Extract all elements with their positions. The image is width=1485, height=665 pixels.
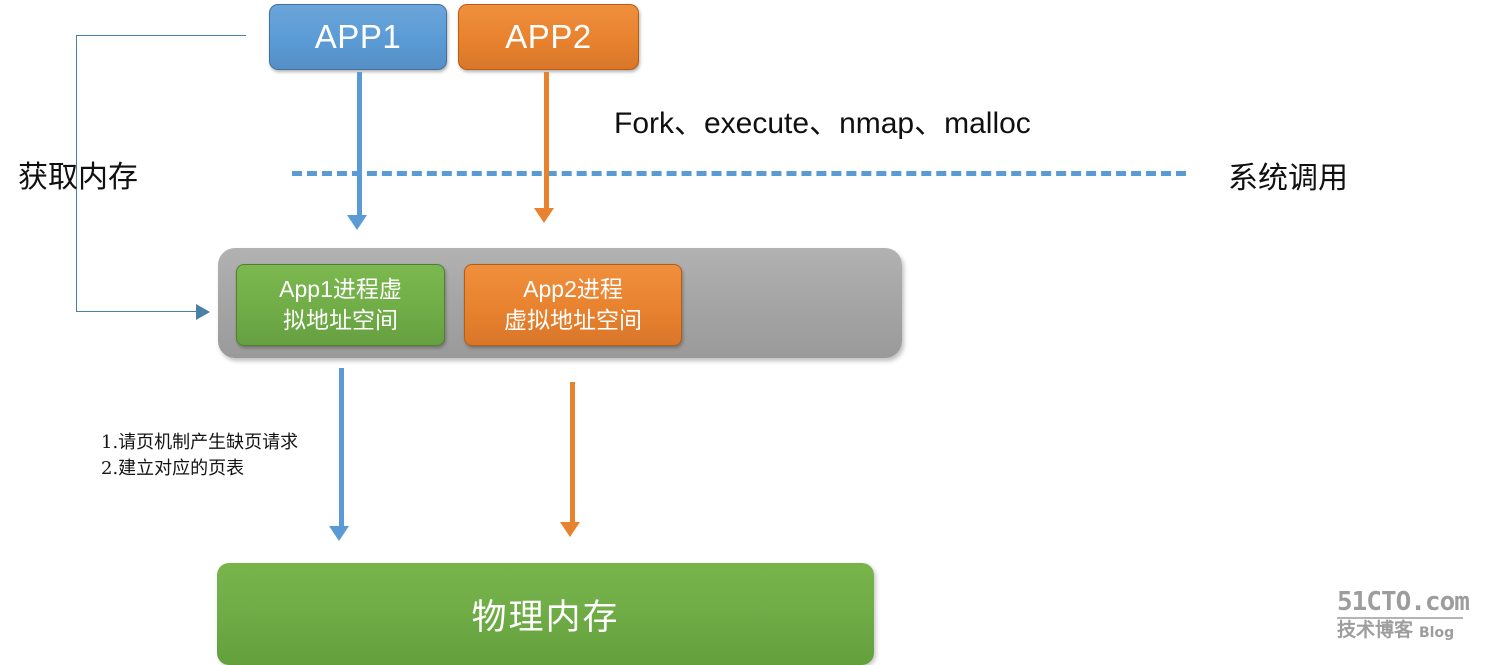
paging-annotation-line2: 2.建立对应的页表	[101, 458, 245, 480]
app1-vas-line1: App1进程虚	[279, 276, 402, 303]
get-memory-bracket-top	[76, 35, 246, 36]
app2-syscall-arrowhead-icon	[534, 208, 554, 223]
app2-box[interactable]: APP2	[458, 4, 639, 70]
watermark-subtitle-en: Blog	[1419, 625, 1455, 641]
app1-syscall-arrow-shaft	[357, 72, 362, 217]
app2-vas-line1: App2进程	[523, 276, 623, 303]
app1-syscall-arrowhead-icon	[347, 215, 367, 230]
watermark-subtitle: 技术博客 Blog	[1337, 619, 1477, 641]
app1-box[interactable]: APP1	[269, 4, 447, 70]
watermark-domain: 51CTO.com	[1337, 587, 1470, 617]
app1-paging-arrow-shaft	[339, 368, 344, 528]
physical-memory-label: 物理内存	[471, 597, 620, 638]
syscall-operations-label: Fork、execute、nmap、malloc	[614, 107, 1031, 140]
app1-virtual-address-space-box[interactable]: App1进程虚 拟地址空间	[236, 264, 445, 346]
paging-annotation-line1: 1.请页机制产生缺页请求	[101, 432, 299, 453]
get-memory-bracket-bottom	[76, 311, 196, 312]
app1-paging-arrowhead-icon	[329, 526, 349, 541]
app2-paging-arrow-shaft	[570, 382, 575, 524]
get-memory-bracket-vertical	[76, 35, 77, 312]
app1-label: APP1	[314, 18, 402, 55]
app2-paging-arrowhead-icon	[560, 522, 580, 537]
paging-annotation: 1.请页机制产生缺页请求 2.建立对应的页表	[101, 430, 298, 482]
physical-memory-box[interactable]: 物理内存	[217, 563, 874, 665]
watermark-subtitle-cn: 技术博客	[1337, 619, 1414, 641]
watermark: 51CTO.com 技术博客 Blog	[1337, 589, 1477, 640]
app1-vas-line2: 拟地址空间	[283, 307, 398, 333]
app2-vas-line2: 虚拟地址空间	[504, 307, 642, 333]
user-kernel-divider	[292, 171, 1186, 176]
app2-syscall-arrow-shaft	[544, 72, 549, 210]
system-call-label: 系统调用	[1228, 161, 1348, 196]
get-memory-arrowhead-icon	[196, 304, 210, 320]
watermark-divider	[1337, 617, 1463, 619]
app2-label: APP2	[505, 18, 592, 55]
get-memory-label: 获取内存	[18, 160, 138, 195]
app2-virtual-address-space-box[interactable]: App2进程 虚拟地址空间	[464, 264, 682, 346]
